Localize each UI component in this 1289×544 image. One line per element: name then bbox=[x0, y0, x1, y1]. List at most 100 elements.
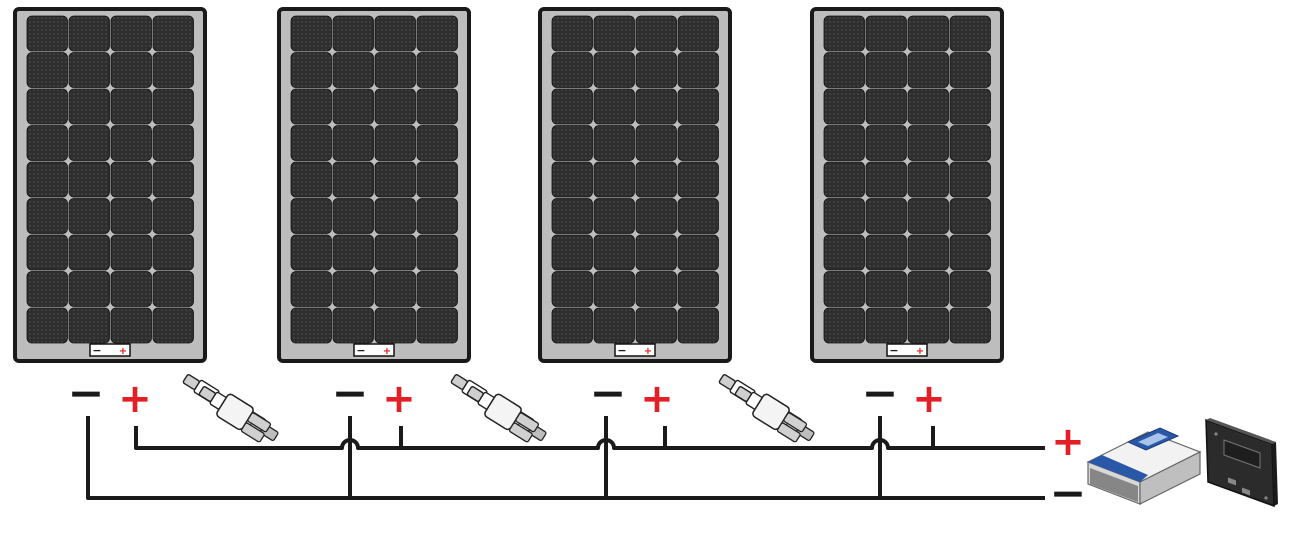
junction-box-negative: − bbox=[617, 344, 626, 357]
solar-cell bbox=[593, 271, 635, 307]
solar-cell bbox=[374, 52, 416, 88]
solar-cell bbox=[593, 198, 635, 234]
solar-cell bbox=[290, 88, 332, 125]
mc4-connectors bbox=[182, 374, 815, 443]
solar-cell bbox=[26, 198, 68, 234]
solar-cell bbox=[865, 52, 907, 88]
solar-cell bbox=[635, 125, 677, 161]
solar-cell bbox=[68, 271, 110, 307]
solar-cell bbox=[26, 271, 68, 307]
solar-cell bbox=[635, 307, 677, 344]
solar-cell bbox=[68, 198, 110, 234]
solar-cell bbox=[677, 52, 719, 88]
solar-cell bbox=[635, 198, 677, 234]
solar-cell bbox=[907, 234, 949, 271]
solar-cell bbox=[907, 125, 949, 161]
solar-cell bbox=[865, 161, 907, 198]
solar-cell bbox=[332, 161, 374, 198]
solar-cell bbox=[865, 198, 907, 234]
solar-cell bbox=[68, 307, 110, 344]
solar-cell bbox=[290, 198, 332, 234]
junction-box-negative: − bbox=[889, 344, 898, 357]
solar-cell bbox=[949, 271, 991, 307]
solar-cell bbox=[68, 52, 110, 88]
solar-cell bbox=[823, 198, 865, 234]
solar-cell bbox=[677, 161, 719, 198]
solar-cell bbox=[68, 125, 110, 161]
output-negative-terminal: − bbox=[1050, 468, 1087, 519]
solar-cell bbox=[949, 234, 991, 271]
solar-cell bbox=[949, 161, 991, 198]
solar-cell bbox=[635, 15, 677, 52]
solar-cell bbox=[290, 15, 332, 52]
solar-cell bbox=[635, 52, 677, 88]
junction-box-positive: + bbox=[119, 346, 127, 357]
solar-cell bbox=[593, 307, 635, 344]
solar-cell bbox=[865, 88, 907, 125]
solar-cell bbox=[551, 198, 593, 234]
junction-box: −+ bbox=[614, 343, 656, 357]
solar-cell bbox=[68, 234, 110, 271]
output-positive-terminal: + bbox=[1051, 419, 1085, 465]
solar-cell bbox=[152, 88, 194, 125]
solar-cell bbox=[374, 234, 416, 271]
solar-cell bbox=[593, 125, 635, 161]
solar-cell bbox=[110, 15, 152, 52]
solar-cell bbox=[152, 198, 194, 234]
solar-cell bbox=[110, 125, 152, 161]
solar-cell bbox=[374, 161, 416, 198]
solar-cell bbox=[907, 198, 949, 234]
solar-cell bbox=[551, 307, 593, 344]
solar-cell bbox=[823, 125, 865, 161]
negative-bus-wire bbox=[86, 416, 1045, 500]
solar-cell bbox=[416, 161, 458, 198]
solar-cell bbox=[152, 307, 194, 344]
panel-3-negative-terminal: − bbox=[590, 368, 627, 419]
solar-cell bbox=[290, 52, 332, 88]
solar-cell bbox=[907, 161, 949, 198]
solar-cell bbox=[823, 234, 865, 271]
solar-cell bbox=[823, 271, 865, 307]
solar-cell bbox=[677, 234, 719, 271]
solar-cell bbox=[416, 198, 458, 234]
solar-cell bbox=[332, 15, 374, 52]
panel-4-negative-terminal: − bbox=[862, 368, 899, 419]
solar-cell bbox=[332, 125, 374, 161]
junction-box-negative: − bbox=[356, 344, 365, 357]
panel-2-negative-terminal: − bbox=[332, 368, 369, 419]
solar-cell bbox=[907, 15, 949, 52]
solar-cell bbox=[551, 234, 593, 271]
solar-cell bbox=[290, 125, 332, 161]
solar-panels: −+−+−+−+ bbox=[13, 7, 1004, 363]
mc4-connector-icon bbox=[182, 374, 279, 443]
solar-cell bbox=[593, 234, 635, 271]
solar-cell bbox=[332, 198, 374, 234]
solar-cell bbox=[593, 52, 635, 88]
solar-cell bbox=[677, 307, 719, 344]
solar-cell bbox=[907, 271, 949, 307]
solar-cell bbox=[823, 15, 865, 52]
junction-box: −+ bbox=[886, 343, 928, 357]
panel-4-positive-terminal: + bbox=[912, 376, 946, 422]
solar-cell bbox=[290, 161, 332, 198]
solar-cell bbox=[152, 125, 194, 161]
solar-cell bbox=[865, 15, 907, 52]
solar-cell bbox=[823, 161, 865, 198]
solar-cell bbox=[949, 88, 991, 125]
solar-cell bbox=[152, 161, 194, 198]
panel-1-positive-terminal: + bbox=[118, 376, 152, 422]
solar-cell bbox=[677, 198, 719, 234]
junction-box-positive: + bbox=[916, 346, 924, 357]
remote-display-icon bbox=[1205, 418, 1278, 508]
solar-cell bbox=[68, 15, 110, 52]
solar-cell bbox=[332, 234, 374, 271]
solar-cell bbox=[593, 161, 635, 198]
solar-cell bbox=[949, 125, 991, 161]
junction-box: −+ bbox=[353, 343, 395, 357]
solar-cell bbox=[677, 271, 719, 307]
solar-cell bbox=[374, 15, 416, 52]
solar-cell bbox=[290, 234, 332, 271]
solar-cell bbox=[332, 88, 374, 125]
